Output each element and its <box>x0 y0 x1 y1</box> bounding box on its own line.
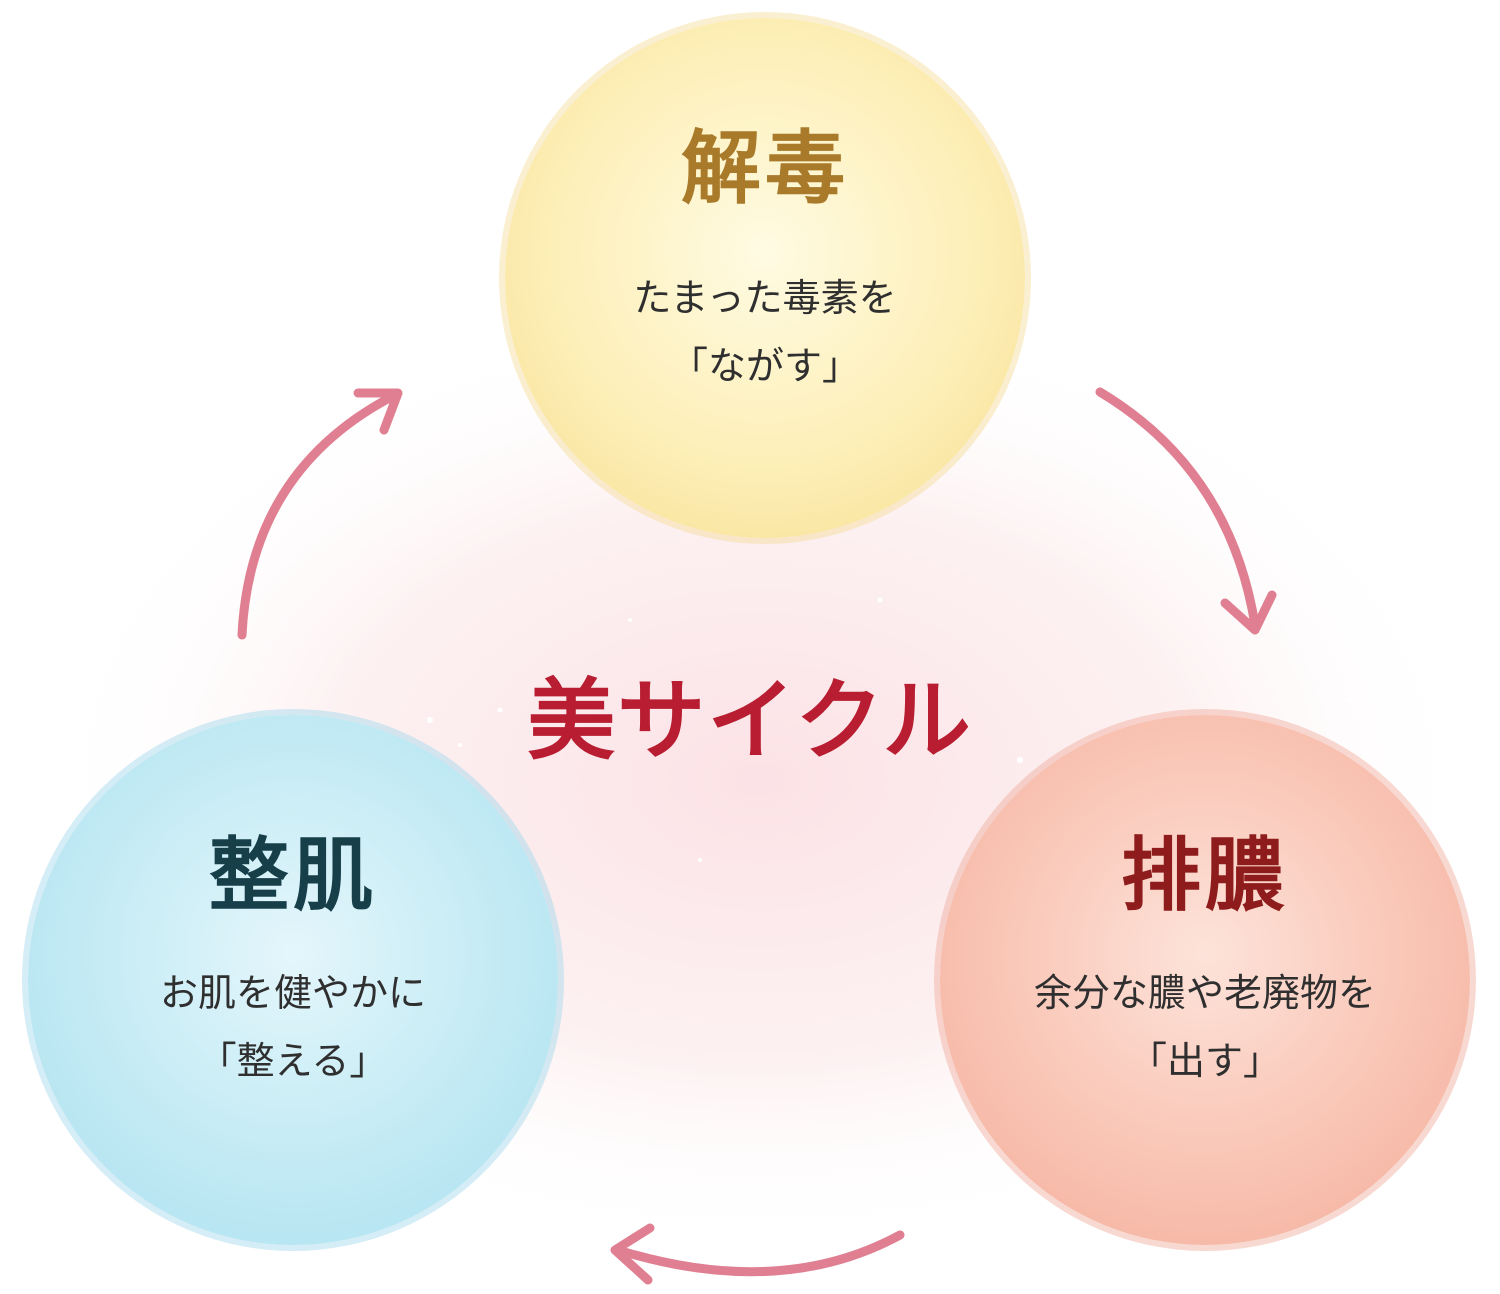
arrowhead-left-to-top <box>353 388 403 435</box>
arrow-top-to-right <box>1095 387 1260 630</box>
drain-pus-description-line-1: 余分な膿や老廃物を <box>1033 971 1376 1015</box>
detox-circle: 解毒 たまった毒素を 「ながす」 <box>505 18 1025 538</box>
skin-care-title: 整肌 <box>209 828 377 922</box>
drain-pus-circle: 排膿 余分な膿や老廃物を 「出す」 <box>940 715 1470 1245</box>
detox-title: 解毒 <box>681 121 849 215</box>
arrow-left-to-top <box>237 390 400 640</box>
skin-care-circle: 整肌 お肌を健やかに 「整える」 <box>28 715 558 1245</box>
detox-description-line-2: 「ながす」 <box>669 344 860 388</box>
arrow-right-to-left <box>613 1230 905 1277</box>
arrowhead-right-to-left <box>610 1223 655 1285</box>
beauty-cycle-label: 美サイクル <box>527 668 973 772</box>
detox-description-line-1: たまった毒素を <box>633 276 897 320</box>
drain-pus-title: 排膿 <box>1121 828 1289 922</box>
skin-care-description-line-2: 「整える」 <box>198 1039 388 1083</box>
skin-care-description-line-1: お肌を健やかに <box>159 971 426 1015</box>
arrowhead-top-to-right <box>1220 590 1277 635</box>
drain-pus-description-line-2: 「出す」 <box>1128 1039 1281 1083</box>
